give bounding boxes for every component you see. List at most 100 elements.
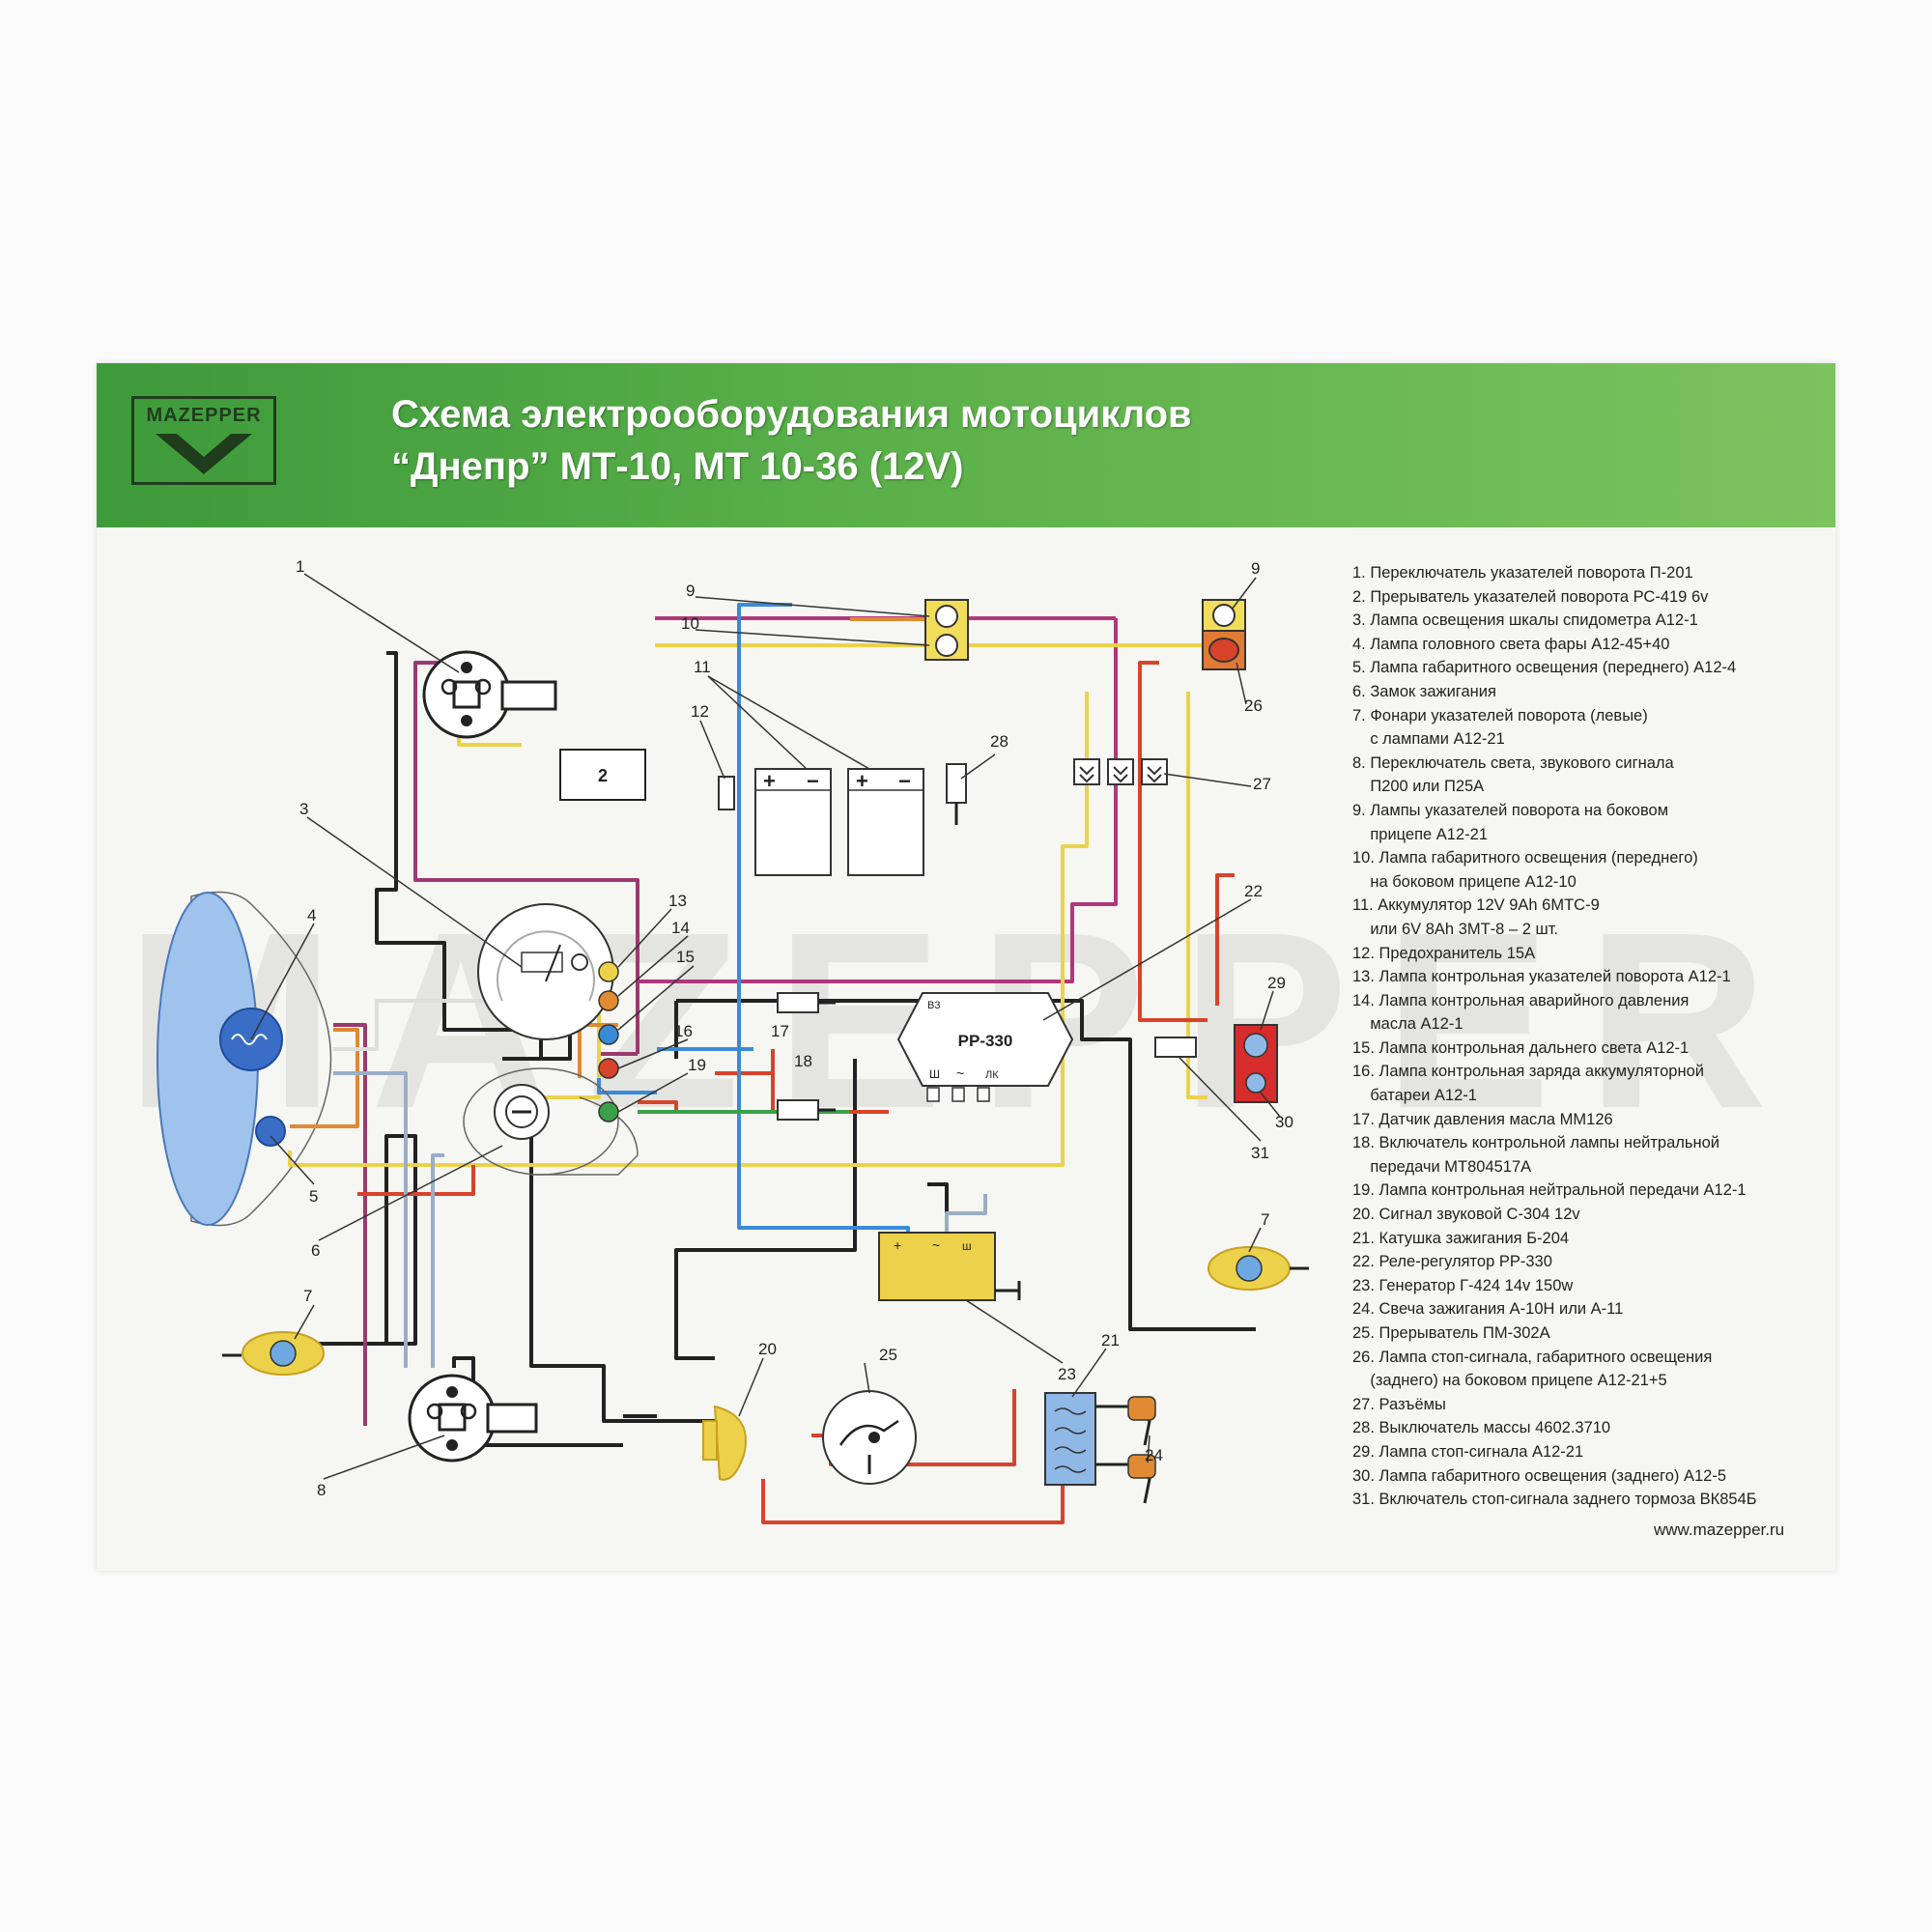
brand-logo-text: MAZEPPER <box>146 405 262 426</box>
brake-switch <box>1154 1037 1197 1058</box>
callout-7-right: 7 <box>1261 1210 1269 1229</box>
legend-item: 5. Лампа габаритного освещения (переднег… <box>1352 659 1737 677</box>
neutral-switch <box>777 1099 836 1121</box>
callout-1: 1 <box>296 557 304 576</box>
high-beam-lamp-icon <box>598 1024 619 1045</box>
callout-9-right: 9 <box>1251 559 1260 578</box>
sidecar-stop-lamp-icon <box>1208 638 1239 663</box>
legend-item: 10. Лампа габаритного освещения (передне… <box>1352 849 1698 867</box>
battery-minus: − <box>807 769 819 793</box>
generator: + ~ ш <box>878 1232 1021 1301</box>
turn-switch-top <box>422 650 557 739</box>
legend-item: передачи МТ804517А <box>1352 1157 1532 1176</box>
ignition-coil <box>1044 1392 1096 1486</box>
callout-24: 24 <box>1145 1446 1163 1464</box>
legend-item: 7. Фонари указателей поворота (левые) <box>1352 706 1648 724</box>
callout-13: 13 <box>668 892 687 910</box>
legend-item: 20. Сигнал звуковой С-304 12v <box>1352 1206 1580 1224</box>
voltage-regulator: РР-330 B3 Ш ~ ЛК <box>896 992 1074 1102</box>
battery-plus-2: + <box>856 769 868 793</box>
flasher-relay: 2 <box>559 749 646 801</box>
headlight <box>156 891 332 1227</box>
legend-item: с лампами А12-21 <box>1352 730 1505 749</box>
battery-plus: + <box>763 769 776 793</box>
callout-15: 15 <box>676 948 695 966</box>
speedometer <box>477 903 614 1040</box>
component-legend: 1. Переключатель указателей поворота П-2… <box>1352 561 1816 1512</box>
generator-sh-label: ш <box>962 1239 972 1253</box>
oil-pressure-lamp-icon <box>598 990 619 1011</box>
spark-plugs <box>1095 1396 1156 1504</box>
callout-25: 25 <box>879 1346 897 1364</box>
callout-12: 12 <box>691 702 709 721</box>
legend-item: 27. Разъёмы <box>1352 1395 1446 1413</box>
callout-8: 8 <box>317 1481 326 1499</box>
legend-item: 6. Замок зажигания <box>1352 682 1496 700</box>
neutral-lamp-icon <box>598 1101 619 1122</box>
contact-breaker <box>822 1390 917 1485</box>
brand-logo: MAZEPPER <box>131 396 276 485</box>
regulator-label: РР-330 <box>958 1032 1013 1050</box>
legend-item: 4. Лампа головного света фары А12-45+40 <box>1352 635 1670 653</box>
control-lamps <box>598 961 619 1122</box>
turn-lamp-right <box>1208 1246 1309 1291</box>
callout-20: 20 <box>758 1340 777 1358</box>
callout-31: 31 <box>1251 1144 1269 1162</box>
legend-item: 17. Датчик давления масла ММ126 <box>1352 1110 1613 1128</box>
legend-item: 18. Включатель контрольной лампы нейтрал… <box>1352 1134 1720 1152</box>
legend-item: 13. Лампа контрольная указателей поворот… <box>1352 968 1731 986</box>
legend-item: 22. Реле-регулятор РР-330 <box>1352 1253 1552 1271</box>
callout-9-left: 9 <box>686 582 695 600</box>
legend-item: 9. Лампы указателей поворота на боковом <box>1352 801 1669 819</box>
legend-item: 12. Предохранитель 15А <box>1352 944 1536 962</box>
legend-item: 21. Катушка зажигания Б-204 <box>1352 1229 1570 1247</box>
regulator-b3-label: B3 <box>927 1000 940 1011</box>
legend-item: прицепе А12-21 <box>1352 825 1489 843</box>
legend-item: 26. Лампа стоп-сигнала, габаритного осве… <box>1352 1348 1713 1366</box>
callout-7-left: 7 <box>303 1287 312 1305</box>
relay-label: 2 <box>598 766 608 785</box>
ignition-lock <box>463 1067 639 1176</box>
legend-item: 11. Аккумулятор 12V 9Ah 6МТС-9 <box>1352 896 1600 915</box>
legend-item: 30. Лампа габаритного освещения (заднего… <box>1352 1466 1726 1485</box>
legend-item: 29. Лампа стоп-сигнала А12-21 <box>1352 1442 1584 1461</box>
callout-leaders <box>250 573 1281 1480</box>
legend-item: (заднего) на боковом прицепе А12-21+5 <box>1352 1372 1667 1390</box>
callout-14: 14 <box>671 919 690 937</box>
horn <box>702 1405 747 1481</box>
legend-item: 3. Лампа освещения шкалы спидометра А12-… <box>1352 611 1698 630</box>
legend-item: 8. Переключатель света, звукового сигнал… <box>1352 753 1674 772</box>
regulator-tilde-label: ~ <box>956 1065 964 1081</box>
callout-18: 18 <box>794 1052 812 1070</box>
website-url: www.mazepper.ru <box>1654 1520 1785 1539</box>
batteries: + − + − <box>754 768 924 876</box>
legend-item: 2. Прерыватель указателей поворота РС-41… <box>1352 587 1709 606</box>
callout-28: 28 <box>990 732 1009 751</box>
legend-item: 28. Выключатель массы 4602.3710 <box>1352 1419 1611 1437</box>
connectors <box>1073 758 1168 785</box>
callout-27: 27 <box>1253 775 1271 793</box>
sidecar-turn-lamp-icon <box>935 605 958 628</box>
legend-item: батареи А12-1 <box>1352 1087 1477 1105</box>
sidecar-lamps-front <box>924 599 969 661</box>
callout-26: 26 <box>1244 696 1263 715</box>
logo-mark-icon <box>156 434 252 474</box>
page-title: Схема электрооборудования мотоциклов “Дн… <box>391 388 1192 493</box>
callout-17: 17 <box>771 1022 789 1040</box>
wiring-diagram: MAZEPPER <box>126 557 1768 1524</box>
turn-indicator-lamp-icon <box>598 961 619 982</box>
title-line-1: Схема электрооборудования мотоциклов <box>391 393 1192 436</box>
generator-tilde-label: ~ <box>932 1237 940 1253</box>
legend-item: 31. Включатель стоп-сигнала заднего торм… <box>1352 1491 1757 1509</box>
title-line-2: “Днепр” МТ-10, МТ 10-36 (12V) <box>391 445 964 488</box>
legend-item: 1. Переключатель указателей поворота П-2… <box>1352 564 1693 582</box>
legend-item: или 6V 8Ah 3МТ-8 – 2 шт. <box>1352 920 1559 938</box>
turn-lamp-left <box>222 1331 325 1376</box>
oil-pressure-sensor <box>777 992 836 1013</box>
callout-10: 10 <box>681 614 699 633</box>
wiring-sheet: MAZEPPER Схема электрооборудования мотоц… <box>97 363 1835 1571</box>
sidecar-rear-turn-lamp-icon <box>1212 604 1236 627</box>
stop-lamp-icon <box>1243 1033 1268 1058</box>
legend-item: масла А12-1 <box>1352 1015 1463 1034</box>
callout-numbers: 1 3 4 5 6 7 7 8 9 9 10 11 12 13 14 15 16… <box>296 557 1293 1499</box>
